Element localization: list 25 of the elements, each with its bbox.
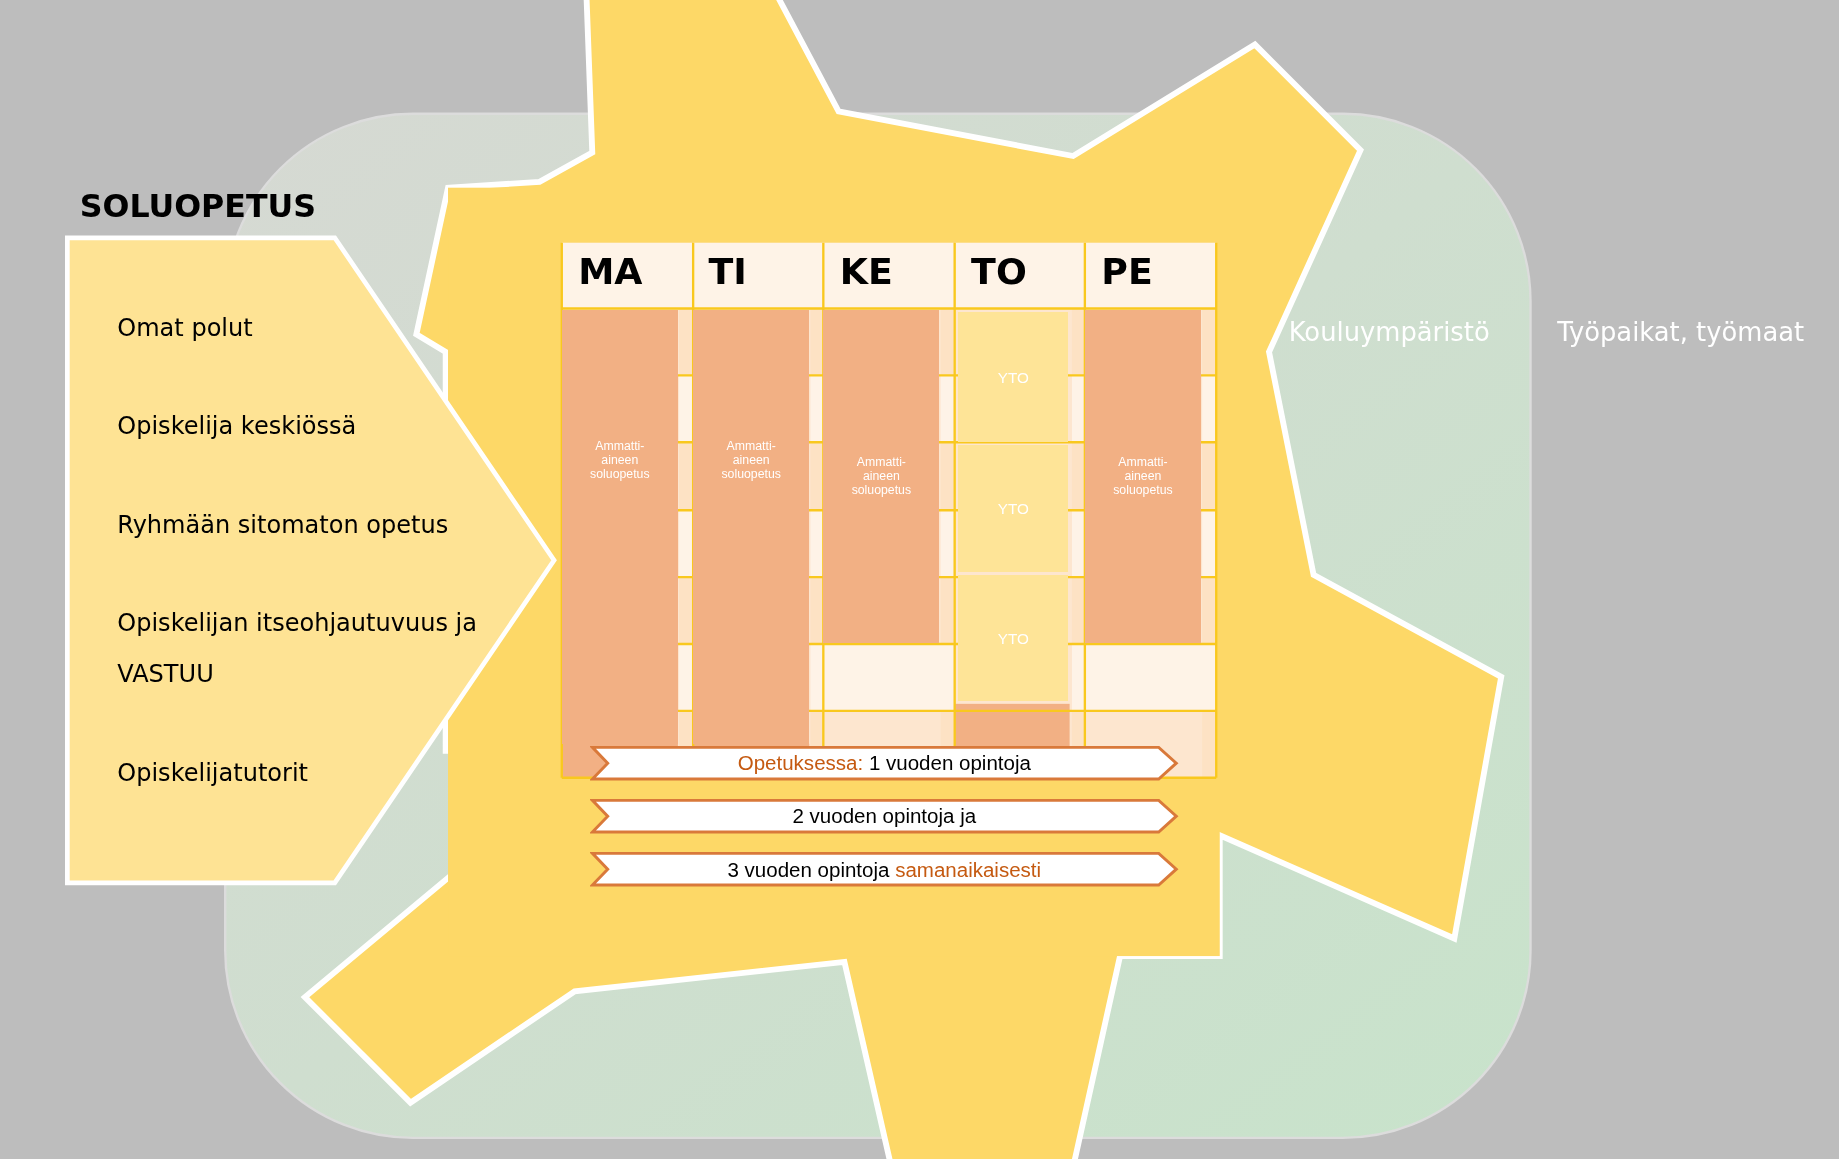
banner-text: Opetuksessa: 1 vuoden opintoja	[737, 750, 1031, 775]
lesson-block: Ammatti-aineen soluopetus	[561, 309, 678, 744]
banner-text: 2 vuoden opintoja ja	[792, 803, 977, 828]
list-item: Opiskelijan itseohjautuvuus ja VASTUU	[117, 608, 478, 690]
lesson-block: Ammatti-aineen soluopetus	[693, 309, 810, 744]
banner-text: 3 vuoden opintoja samanaikaisesti	[727, 857, 1042, 882]
study-block: YTO	[958, 574, 1069, 702]
banner-ribbon	[589, 797, 1179, 834]
banner-ribbon	[589, 851, 1179, 888]
day-heading: TO	[971, 249, 1027, 293]
list-item: Opiskelija keskiössä	[117, 411, 358, 443]
study-block: YTO	[958, 444, 1069, 573]
study-block: YTO	[958, 311, 1069, 443]
day-heading: TI	[708, 249, 747, 293]
area-label: Työpaikat, työmaat	[1556, 316, 1806, 347]
list-item: Ryhmään sitomaton opetus	[117, 509, 450, 541]
banner-ribbon	[589, 744, 1179, 782]
panel-heading: SOLUOPETUS	[79, 187, 317, 224]
list-item: Omat polut	[117, 312, 254, 344]
lesson-block: Ammatti-aineen soluopetus	[823, 309, 940, 643]
day-heading: KE	[839, 249, 893, 293]
list-item: Opiskelijatutorit	[117, 758, 309, 790]
day-heading: MA	[578, 249, 643, 293]
lesson-block: Ammatti-aineen soluopetus	[1084, 309, 1201, 643]
day-heading: PE	[1101, 249, 1153, 293]
